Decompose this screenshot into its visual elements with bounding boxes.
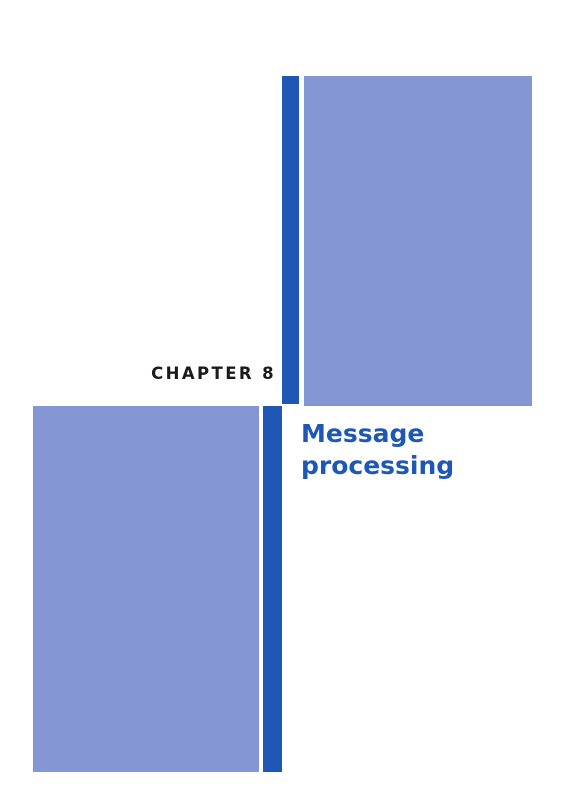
upper-decorative-panel bbox=[304, 76, 532, 406]
chapter-title-line-1: Message bbox=[301, 419, 425, 448]
lower-decorative-panel bbox=[33, 406, 259, 772]
upper-accent-stripe bbox=[282, 76, 299, 404]
chapter-number-label: CHAPTER 8 bbox=[151, 364, 276, 383]
lower-accent-stripe bbox=[263, 406, 282, 772]
chapter-title: Message processing bbox=[301, 418, 541, 482]
chapter-title-line-2: processing bbox=[301, 451, 455, 480]
